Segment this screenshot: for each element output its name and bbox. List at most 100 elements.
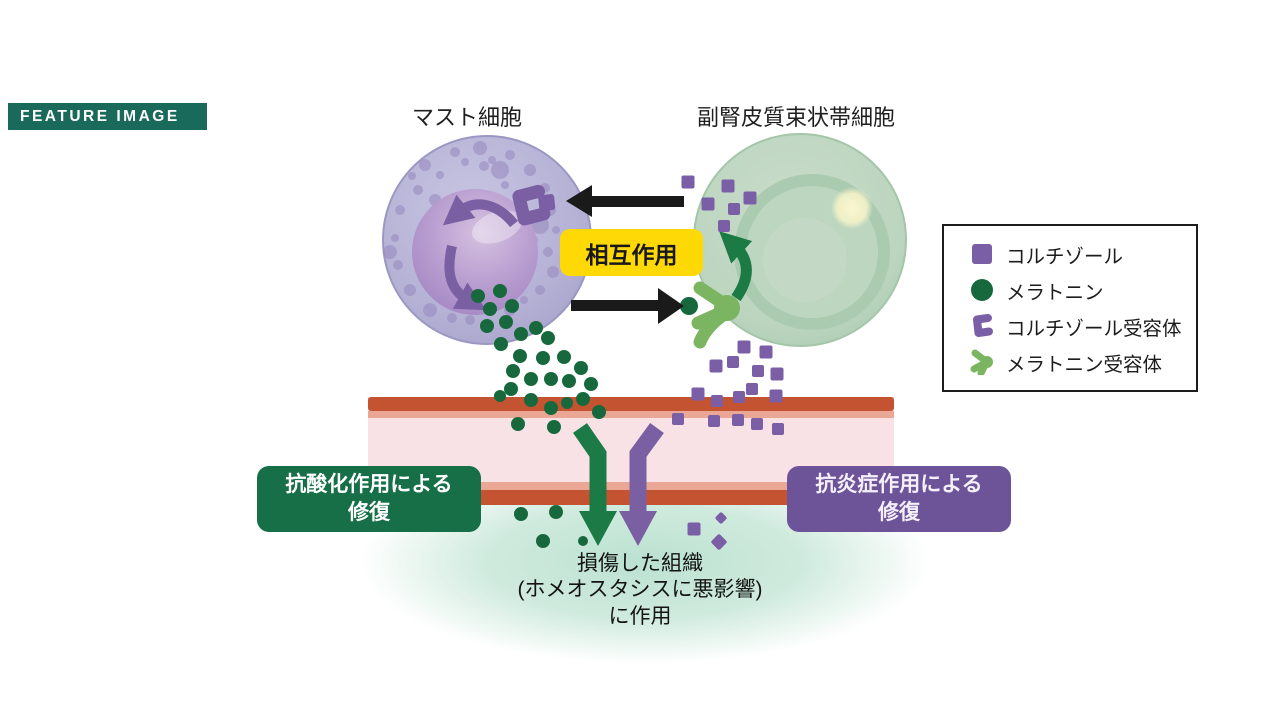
- cortisol-square: [715, 512, 727, 524]
- cortisol-square: [733, 391, 745, 403]
- anti-inflammatory-repair-box: 抗炎症作用による 修復: [787, 466, 1011, 532]
- melatonin-circle-icon: [968, 277, 996, 303]
- melatonin-dot: [549, 505, 563, 519]
- antioxidant-line2: 修復: [348, 501, 390, 524]
- cortisol-square: [728, 203, 740, 215]
- cortisol-square: [751, 418, 763, 430]
- melatonin-dot: [511, 417, 525, 431]
- legend-item-cortisol-receptor: コルチゾール受容体: [968, 312, 1190, 341]
- damaged-tissue-line1: 損傷した組織: [577, 552, 703, 575]
- melatonin-dot: [524, 393, 538, 407]
- damaged-tissue-line2: (ホメオスタシスに悪影響): [517, 578, 763, 602]
- legend-item-melatonin: メラトニン: [968, 276, 1190, 305]
- melatonin-dot: [493, 284, 507, 298]
- melatonin-flow-arrow: [573, 423, 617, 546]
- legend-label-melatonin-receptor: メラトニン受容体: [1006, 353, 1163, 376]
- melatonin-dot: [524, 372, 538, 386]
- legend-label-cortisol-receptor: コルチゾール受容体: [1006, 317, 1182, 340]
- cortisol-square: [746, 383, 758, 395]
- melatonin-dot: [592, 405, 606, 419]
- cortisol-flow-arrow: [619, 422, 664, 546]
- cortisol-square: [721, 179, 735, 193]
- melatonin-dot: [574, 361, 588, 375]
- cortisol-square: [727, 356, 739, 368]
- cortisol-square: [769, 389, 783, 403]
- cortisol-square: [772, 423, 784, 435]
- cortisol-square: [770, 367, 784, 381]
- melatonin-dot: [547, 420, 561, 434]
- antioxidant-line1: 抗酸化作用による: [285, 472, 453, 496]
- feature-image-badge: FEATURE IMAGE: [8, 103, 207, 130]
- melatonin-dot: [494, 390, 506, 402]
- damaged-tissue-line3: に作用: [608, 604, 672, 628]
- legend-item-cortisol: コルチゾール: [968, 240, 1190, 269]
- signal-arrow-lower: [444, 244, 487, 311]
- secretion-arrow-up: [719, 231, 753, 302]
- anti-inflammatory-line1: 抗炎症作用による: [815, 472, 983, 496]
- adrenal-cell-label: 副腎皮質束状帯細胞: [696, 105, 895, 130]
- interaction-label: 相互作用: [585, 241, 678, 268]
- melatonin-dot: [561, 397, 573, 409]
- cortisol-square: [743, 191, 757, 205]
- cortisol-square: [708, 415, 720, 427]
- arrow-right-black: [571, 288, 684, 324]
- cortisol-square: [737, 340, 751, 354]
- cortisol-square: [711, 395, 723, 407]
- anti-inflammatory-line2: 修復: [878, 501, 920, 524]
- signal-arrow-upper: [442, 194, 518, 228]
- melatonin-dot: [557, 350, 571, 364]
- cortisol-square-icon: [968, 241, 996, 267]
- cortisol-receptor-icon: [968, 313, 996, 339]
- adrenal-cell: [680, 133, 907, 349]
- interaction-label-box: 相互作用: [560, 229, 703, 276]
- legend: コルチゾール メラトニン コルチゾール受容体: [942, 224, 1198, 392]
- cortisol-square: [732, 414, 744, 426]
- antioxidant-repair-box: 抗酸化作用による 修復: [257, 466, 481, 532]
- legend-label-melatonin: メラトニン: [1006, 281, 1104, 304]
- melatonin-dot: [544, 372, 558, 386]
- cortisol-square: [672, 413, 684, 425]
- melatonin-dot: [544, 401, 558, 415]
- melatonin-receptor: [691, 281, 740, 349]
- melatonin-dot: [504, 382, 518, 396]
- melatonin-dot: [562, 374, 576, 388]
- nucleus-highlight: [831, 187, 873, 229]
- cortisol-square: [752, 365, 764, 377]
- bound-melatonin-dot: [680, 297, 698, 315]
- mast-cell-label: マスト細胞: [411, 105, 522, 130]
- melatonin-dot: [514, 327, 528, 341]
- cortisol-square: [759, 345, 773, 359]
- melatonin-dot: [584, 377, 598, 391]
- mast-cell: [382, 135, 592, 345]
- cortisol-square: [701, 197, 715, 211]
- melatonin-dot: [471, 289, 485, 303]
- melatonin-dot: [494, 337, 508, 351]
- damaged-tissue-note: 損傷した組織 (ホメオスタシスに悪影響) に作用: [420, 551, 860, 630]
- arrow-left-black: [566, 185, 684, 217]
- melatonin-dot: [480, 319, 494, 333]
- bound-cortisol-square: [538, 194, 556, 212]
- melatonin-dot: [536, 351, 550, 365]
- cortisol-square: [681, 175, 695, 189]
- melatonin-dot: [513, 349, 527, 363]
- cortisol-square: [691, 387, 705, 401]
- cortisol-square: [718, 220, 730, 232]
- melatonin-dot: [578, 536, 588, 546]
- melatonin-receptor-icon: [968, 349, 996, 375]
- cortisol-square: [711, 534, 727, 550]
- melatonin-dot: [536, 534, 550, 548]
- cortisol-square: [709, 359, 723, 373]
- molecule-scatter-layer: [471, 175, 784, 550]
- melatonin-dot: [529, 321, 543, 335]
- melatonin-dot: [483, 302, 497, 316]
- melatonin-dot: [514, 507, 528, 521]
- legend-label-cortisol: コルチゾール: [1006, 245, 1124, 268]
- legend-item-melatonin-receptor: メラトニン受容体: [968, 348, 1190, 377]
- melatonin-dot: [505, 299, 519, 313]
- cortisol-square: [687, 522, 701, 536]
- melatonin-dot: [576, 392, 590, 406]
- cortisol-receptor: [512, 184, 556, 226]
- melatonin-dot: [541, 331, 555, 345]
